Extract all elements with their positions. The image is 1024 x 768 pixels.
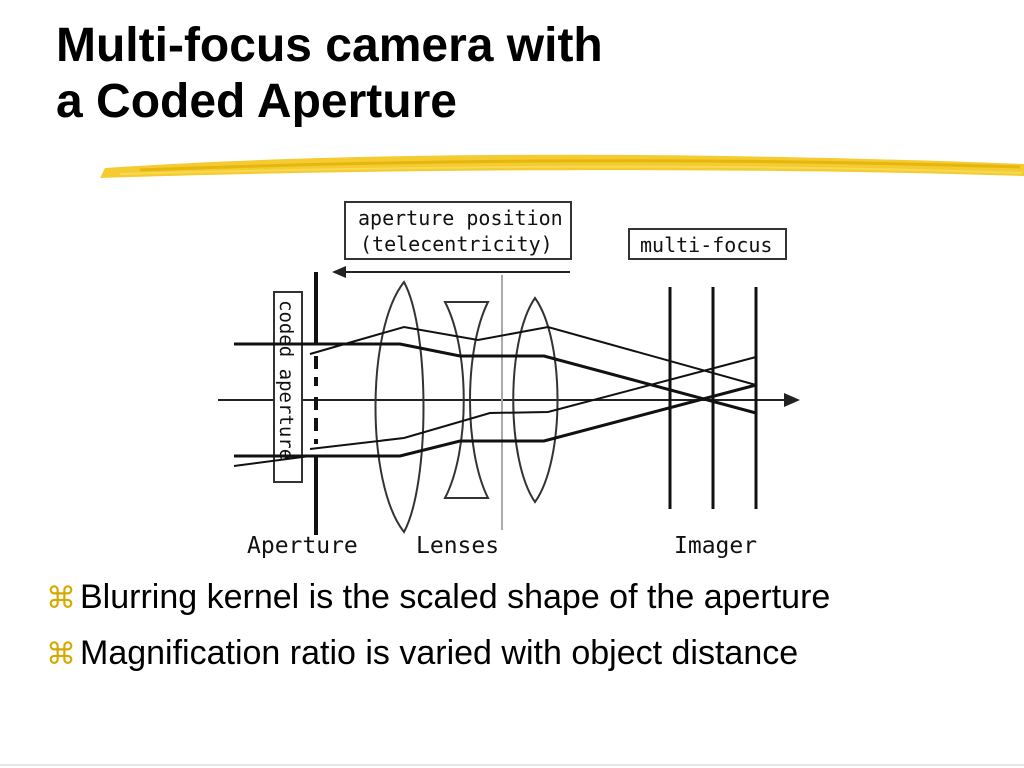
telecentricity-label: (telecentricity): [360, 232, 553, 256]
z-bullet-icon: ⌘: [46, 581, 76, 616]
coded-aperture-label-box: coded aperture: [273, 291, 303, 483]
axis-arrow-head: [784, 393, 800, 407]
light-rays: [233, 325, 757, 467]
multi-focus-box: multi-focus: [628, 228, 787, 260]
bullet-text: Blurring kernel is the scaled shape of t…: [80, 578, 831, 616]
aperture-position-label: aperture position: [358, 206, 563, 230]
highlighter-stroke: [100, 154, 1024, 178]
lenses-label: Lenses: [416, 533, 499, 559]
aperture-label: Aperture: [247, 533, 358, 559]
coded-aperture-label: coded aperture: [275, 300, 297, 460]
bullet-list: ⌘ Blurring kernel is the scaled shape of…: [46, 578, 830, 690]
bottom-divider: [0, 764, 1024, 766]
title-line-2: a Coded Aperture: [56, 75, 457, 128]
bullet-item: ⌘ Magnification ratio is varied with obj…: [46, 634, 830, 690]
lens-group: [374, 275, 559, 534]
aperture-position-box: aperture position (telecentricity): [344, 201, 572, 260]
slide-title: Multi-focus camera with a Coded Aperture: [56, 18, 603, 130]
title-line-1: Multi-focus camera with: [56, 19, 603, 72]
imager-label: Imager: [674, 533, 757, 559]
imager-planes: [668, 287, 758, 509]
multi-focus-label: multi-focus: [640, 233, 772, 257]
bullet-item: ⌘ Blurring kernel is the scaled shape of…: [46, 578, 830, 634]
position-arrow: [332, 266, 570, 278]
z-bullet-icon: ⌘: [46, 637, 76, 672]
bullet-text: Magnification ratio is varied with objec…: [80, 634, 799, 672]
